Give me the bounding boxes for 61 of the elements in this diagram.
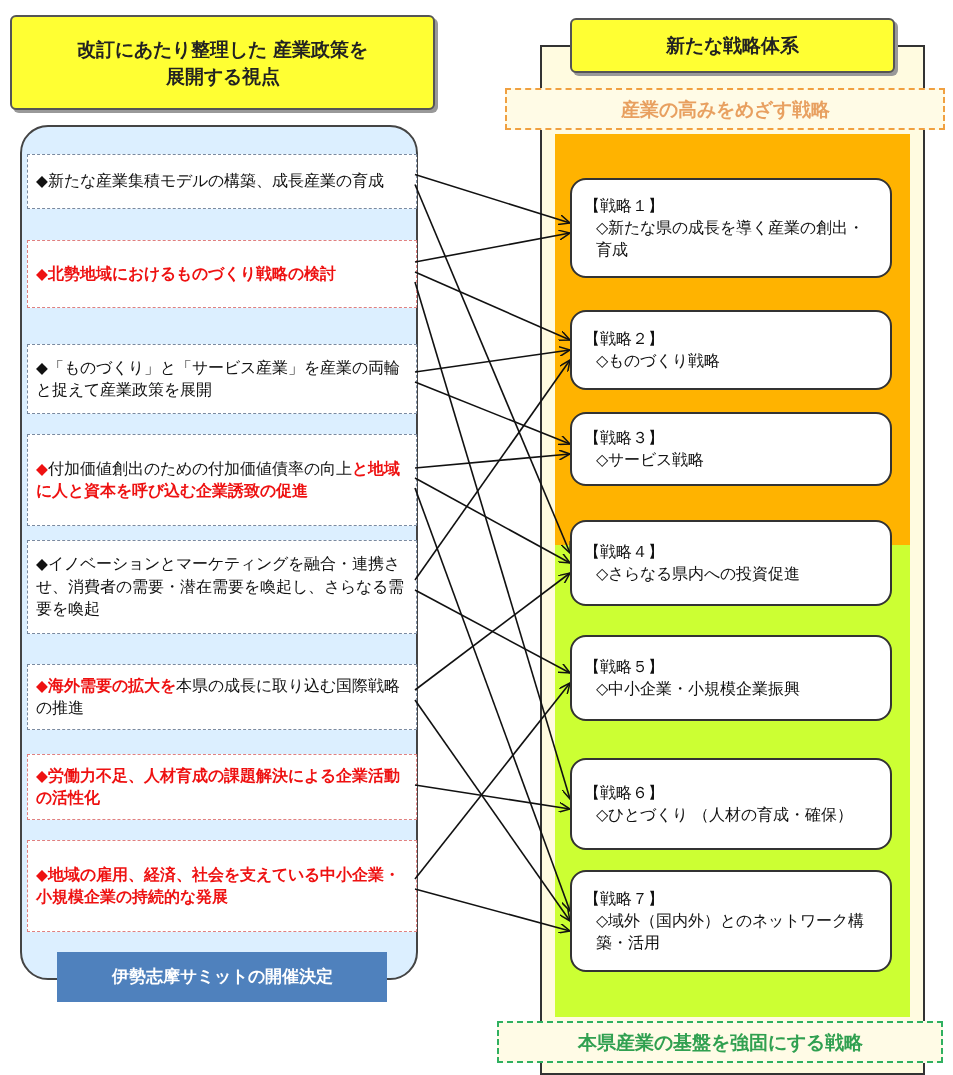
arrow [414,572,571,691]
arrow [414,359,571,581]
strategy-box [570,635,892,721]
viewpoint-text: ◆海外需要の拡大を本県の成長に取り込む国際戦略の推進 [36,675,401,719]
arrow [414,183,572,554]
arrow [414,784,571,813]
arrow [414,449,571,469]
viewpoint-box [27,434,417,526]
viewpoint-box [27,840,417,932]
strategy-number: 【戦略２】 [584,328,665,350]
strategy-box [570,178,892,278]
strategy-box [570,870,892,972]
viewpoint-box [27,154,417,209]
strategy-number: 【戦略６】 [584,782,665,804]
viewpoint-box [27,344,417,414]
scroll-banner [10,15,435,110]
viewpoint-text: ◆地域の雇用、経済、社会を支えている中小企業・小規模企業の持続的な発展 [36,864,401,908]
arrow [414,345,571,373]
strategy-text: ◇ものづくり戦略 [595,350,722,372]
viewpoint-box [27,754,417,820]
strategy-text: ◇域外（国内外）とのネットワーク構築・活用 [595,910,866,954]
strategy-text: ◇さらなる県内への投資促進 [595,563,802,585]
arrow [414,477,571,564]
viewpoint-text: ◆新たな産業集積モデルの構築、成長産業の育成 [36,171,384,193]
strategy-number: 【戦略１】 [584,195,665,217]
strategy-number: 【戦略４】 [584,541,665,563]
viewpoint-box [27,240,417,308]
arrow [414,271,571,341]
strategy-number: 【戦略３】 [584,427,665,449]
strategy-box [570,412,892,486]
banner-title: 改訂にあたり整理した 産業政策を展開する視点 [76,37,369,89]
banner-title: 新たな戦略体系 [666,33,799,59]
viewpoint-text: ◆イノベーションとマーケティングを融合・連携させ、消費者の需要・潜在需要を喚起し、さらなる需要を喚起 [36,554,405,621]
arrow [414,281,573,800]
arrow [414,682,571,880]
arrow [414,589,571,674]
scroll-banner [570,18,895,73]
viewpoint-box [27,664,417,730]
arrow [414,229,571,263]
strategy-text: ◇ひとづくり （人材の育成・確保） [595,804,855,826]
arrow [414,173,571,226]
strategy-text: ◇中小企業・小規模企業振興 [595,678,802,700]
strategy-text: ◇サービス戦略 [595,449,706,471]
arrow [414,888,571,934]
strategy-box [570,758,892,850]
viewpoint-text: ◆「ものづくり」と「サービス産業」を産業の両輪と捉えて産業政策を展開 [36,357,401,401]
band-heading: 本県産業の基盤を強固にする戦略 [497,1021,943,1063]
arrow [414,381,571,446]
band-heading: 産業の高みをめざす戦略 [505,88,945,130]
strategy-box [570,310,892,390]
event-bar: 伊勢志摩サミットの開催決定 [57,952,387,1002]
strategy-text: ◇新たな県の成長を導く産業の創出・育成 [595,217,866,261]
arrow [414,699,571,922]
strategy-box [570,520,892,606]
arrow [414,487,572,912]
strategy-number: 【戦略５】 [584,656,665,678]
strategy-number: 【戦略７】 [584,888,665,910]
viewpoint-text: ◆労働力不足、人材育成の課題解決による企業活動の活性化 [36,765,401,809]
viewpoint-text: ◆北勢地域におけるものづくり戦略の検討 [36,263,336,285]
viewpoint-box [27,540,417,634]
viewpoint-text: ◆付加価値創出のための付加価値債率の向上と地域に人と資本を呼び込む企業誘致の促進 [36,458,401,502]
